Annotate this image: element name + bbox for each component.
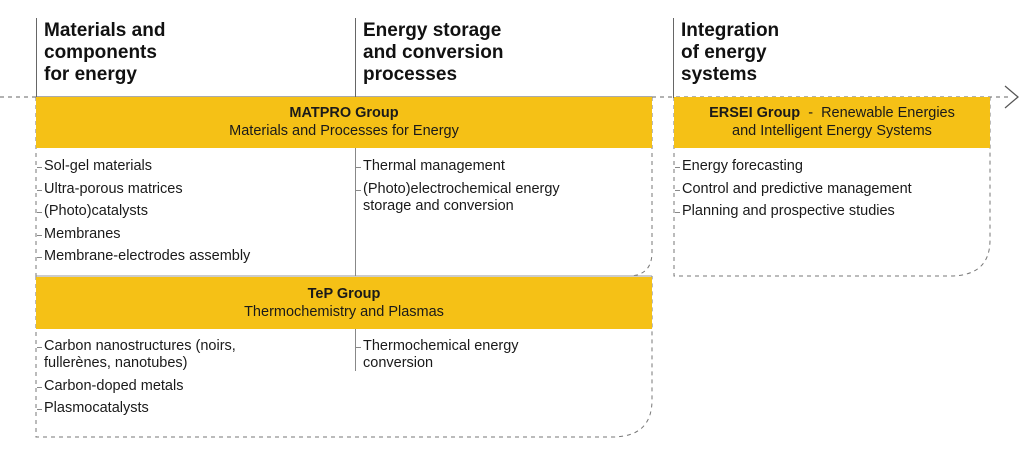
ersei-systems-list: Energy forecasting Control and predictiv…	[675, 158, 982, 226]
matpro-name: MATPRO Group	[289, 105, 399, 121]
list-item: Membranes	[37, 226, 344, 243]
header-line: Materials and	[44, 20, 166, 41]
column-header-systems: Integration of energy systems	[681, 20, 779, 86]
col3-header-rule	[673, 18, 674, 98]
header-line: for energy	[44, 64, 137, 85]
header-line: of energy	[681, 42, 767, 63]
ersei-separator: -	[808, 105, 814, 121]
header-line: Energy storage	[363, 20, 502, 41]
list-item: Carbon nanostructures (noirs, fullerènes…	[37, 338, 274, 372]
matpro-band: MATPRO Group Materials and Processes for…	[36, 97, 652, 148]
tep-subtitle: Thermochemistry and Plasmas	[244, 304, 444, 320]
ersei-name: ERSEI Group	[709, 105, 801, 121]
list-item: (Photo)catalysts	[37, 203, 344, 220]
matpro-materials-list: Sol-gel materials Ultra-porous matrices …	[37, 158, 344, 271]
list-item: Ultra-porous matrices	[37, 181, 344, 198]
ersei-band: ERSEI Group - Renewable Energies and Int…	[674, 97, 990, 148]
tep-box-outline	[35, 276, 653, 438]
column-header-materials: Materials and components for energy	[44, 20, 165, 86]
ersei-subtitle-2: and Intelligent Energy Systems	[732, 123, 932, 139]
list-item: Thermochemical energy conversion	[356, 338, 563, 372]
arrow-head-icon	[1004, 85, 1019, 109]
header-line: systems	[681, 64, 758, 85]
col2-header-rule	[355, 18, 356, 98]
header-line: and conversion	[363, 42, 504, 63]
list-item: Planning and prospective studies	[675, 203, 982, 220]
list-item: Membrane-electrodes assembly	[37, 248, 344, 265]
list-item: Sol-gel materials	[37, 158, 344, 175]
tep-name: TeP Group	[307, 286, 381, 302]
list-item: Control and predictive management	[675, 181, 982, 198]
tep-materials-list: Carbon nanostructures (noirs, fullerènes…	[37, 338, 274, 423]
header-line: Integration	[681, 20, 780, 41]
list-item: Thermal management	[356, 158, 603, 175]
matpro-subtitle: Materials and Processes for Energy	[229, 123, 459, 139]
tep-processes-list: Thermochemical energy conversion	[356, 338, 563, 378]
list-item: (Photo)electrochemical energy storage an…	[356, 181, 603, 215]
tep-band: TeP Group Thermochemistry and Plasmas	[36, 277, 652, 329]
list-item: Energy forecasting	[675, 158, 982, 175]
column-header-processes: Energy storage and conversion processes	[363, 20, 503, 86]
header-line: processes	[363, 64, 458, 85]
matpro-processes-list: Thermal management (Photo)electrochemica…	[356, 158, 603, 220]
ersei-box-outline	[673, 97, 991, 277]
list-item: Carbon-doped metals	[37, 378, 274, 395]
ersei-subtitle-1: Renewable Energies	[821, 105, 955, 121]
matpro-col-divider	[355, 148, 356, 276]
header-line: components	[44, 42, 157, 63]
list-item: Plasmocatalysts	[37, 400, 274, 417]
tep-col-divider	[355, 329, 356, 371]
col1-header-rule	[36, 18, 37, 98]
